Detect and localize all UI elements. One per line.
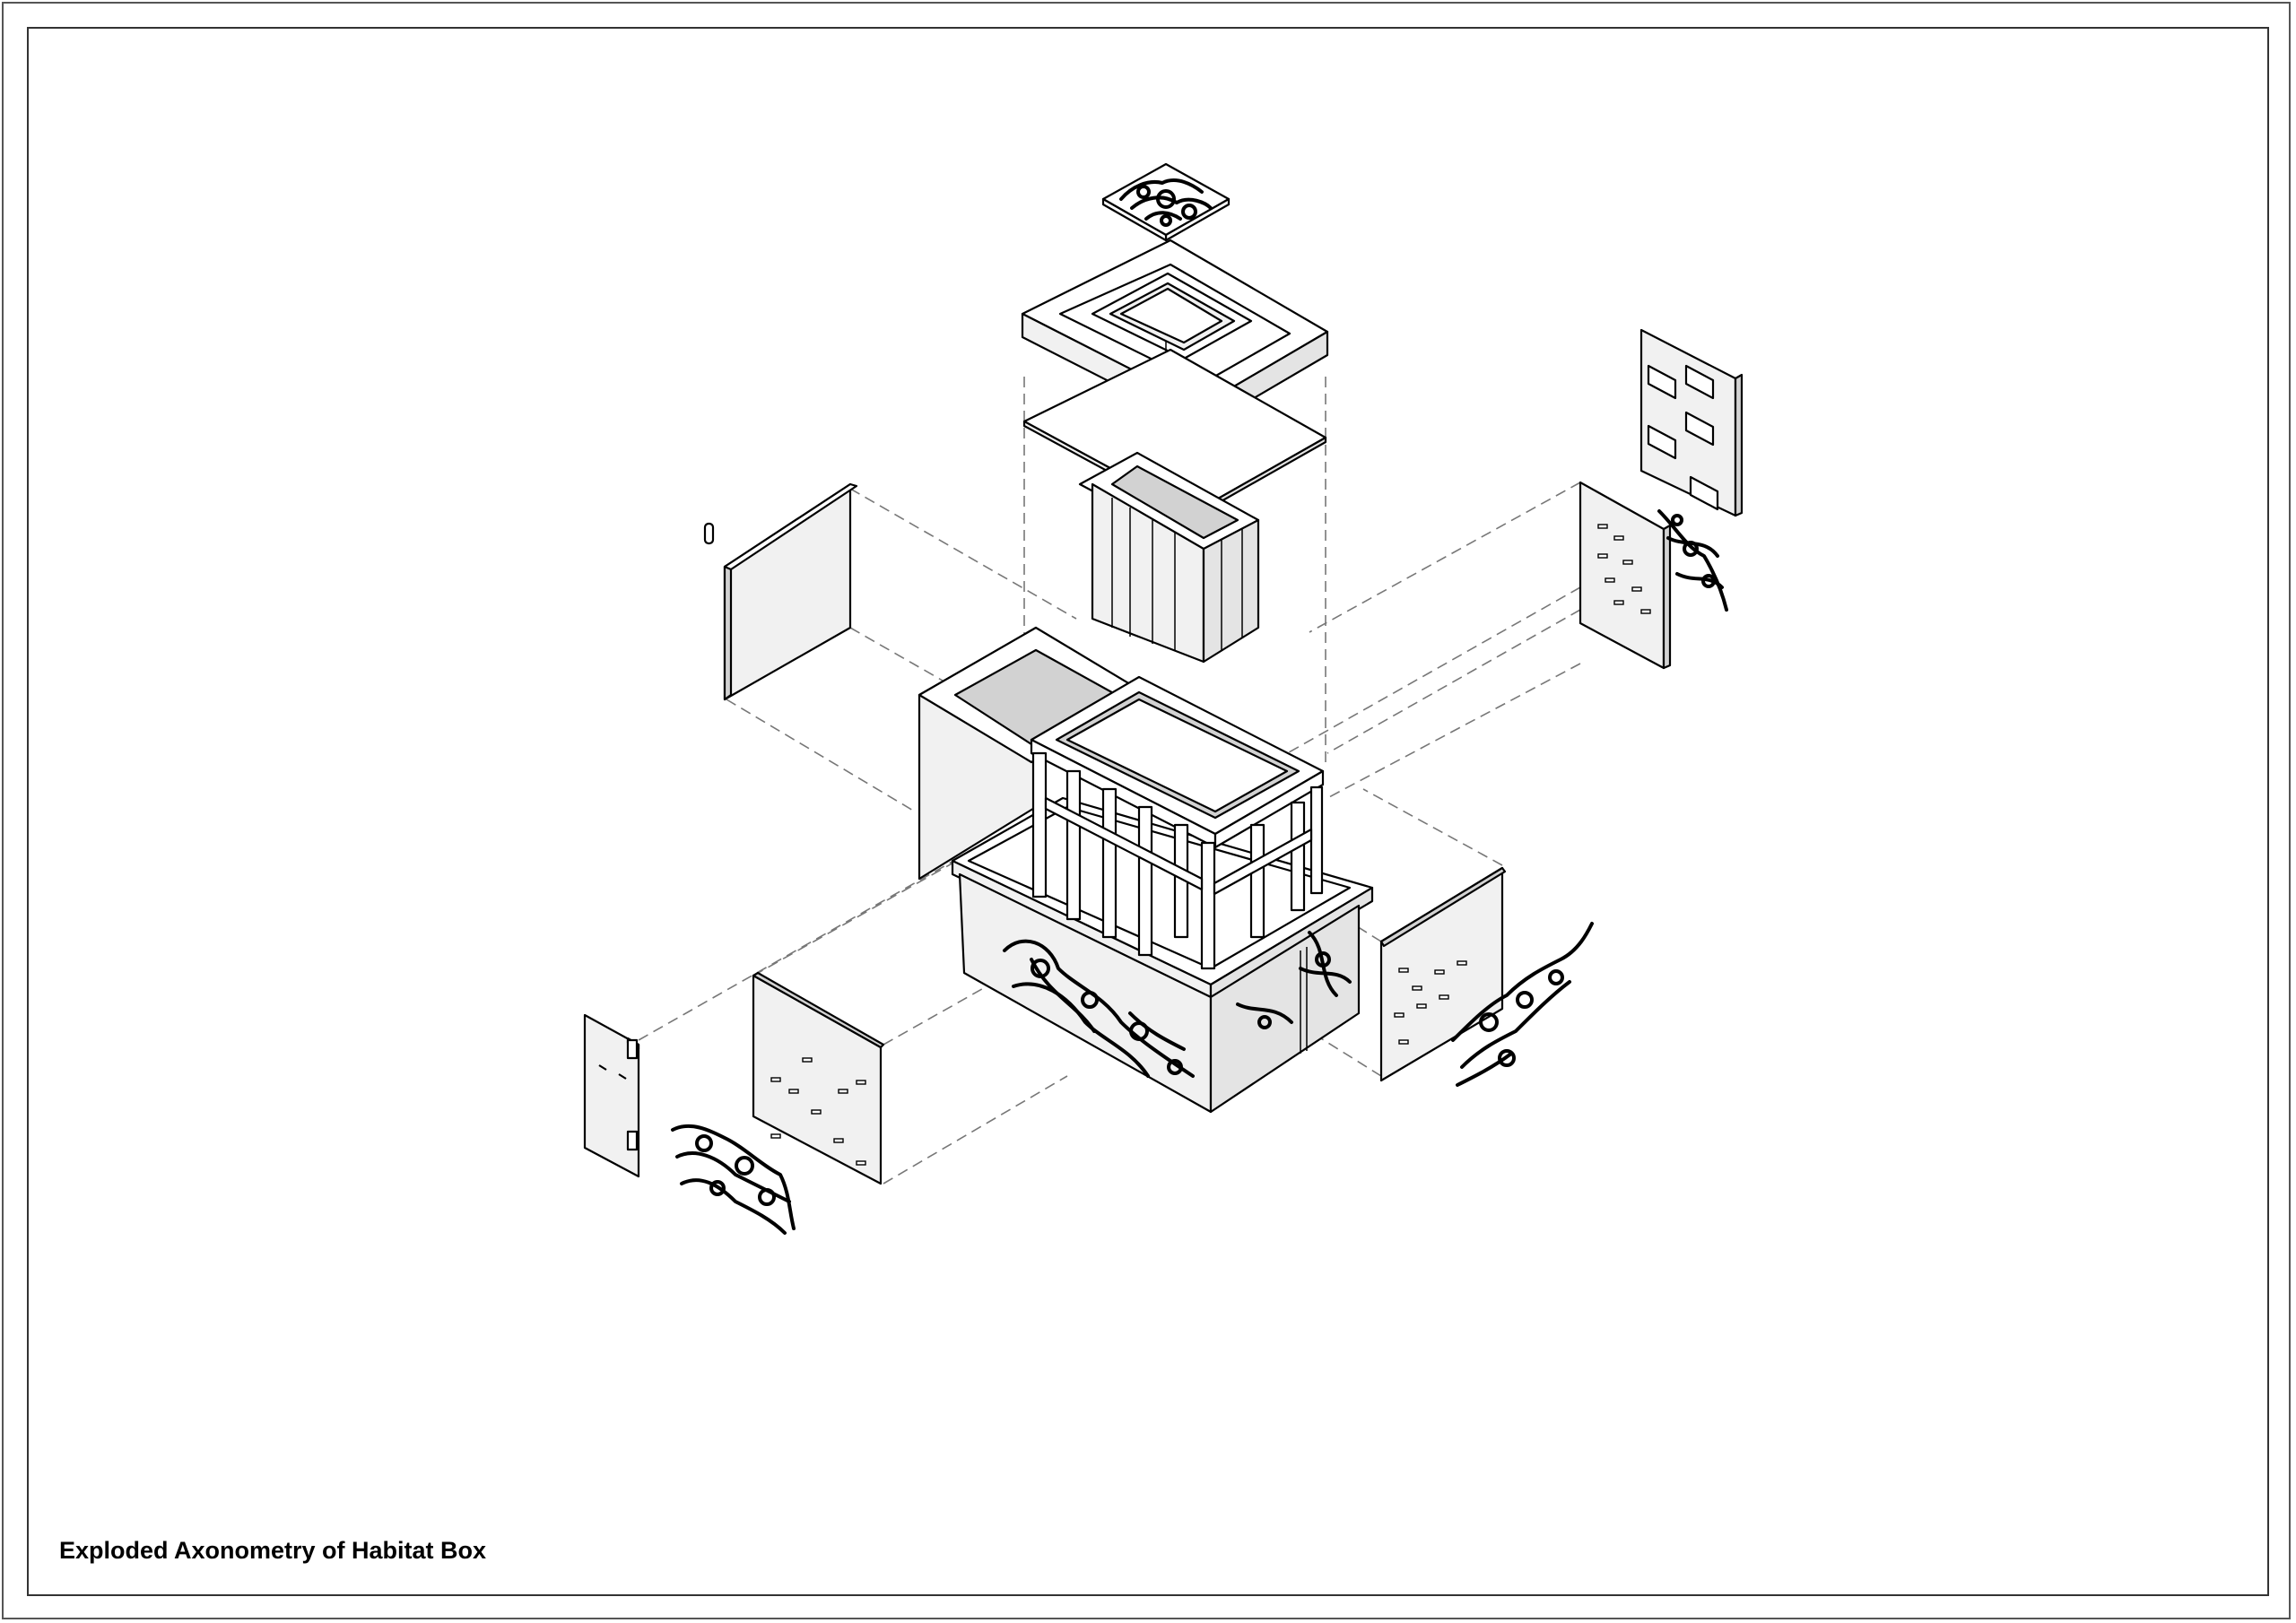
lid-frame <box>1021 239 1329 430</box>
organic-lattice-icon <box>1119 178 1213 227</box>
latch-icon <box>703 522 715 545</box>
left-front-small-panel <box>583 1013 640 1178</box>
base-tray <box>951 796 1374 999</box>
organic-lattice-icon <box>1657 509 1728 612</box>
organic-lattice-icon <box>1451 922 1594 1087</box>
organic-lattice-icon <box>1003 931 1352 1078</box>
organic-lattice-icon <box>671 1124 796 1235</box>
sheet-inner-border <box>27 27 2269 1596</box>
right-back-panel-roosts <box>1639 328 1744 517</box>
base-walls <box>958 872 1361 1114</box>
roost-boxes <box>1647 364 1719 511</box>
drawing-caption: Exploded Axonometry of Habitat Box <box>59 1537 487 1564</box>
outer-back-shell <box>918 626 1150 881</box>
top-lattice-grille <box>1101 162 1231 242</box>
slot-holes <box>1597 524 1651 614</box>
left-front-panel <box>752 971 885 1185</box>
timber-cage-frame <box>1030 675 1325 970</box>
slot-holes <box>770 1057 866 1166</box>
right-front-panel <box>1379 866 1507 1082</box>
left-back-panel <box>723 482 858 701</box>
inner-liner-box <box>1078 451 1260 664</box>
slot-holes <box>1394 960 1467 1045</box>
right-mid-panel <box>1578 481 1728 670</box>
